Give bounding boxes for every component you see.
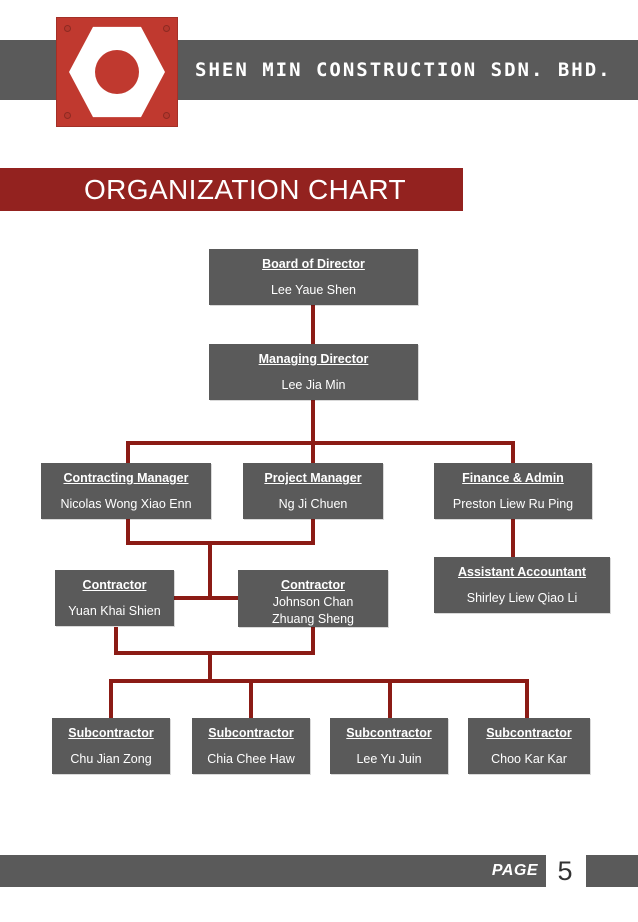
connector-board-to-md <box>311 304 315 344</box>
connector-between-contractors <box>170 596 242 600</box>
node-managing-director[interactable]: Managing Director Lee Jia Min <box>209 344 418 400</box>
connector-to-project-manager <box>311 441 315 463</box>
node-person: Choo Kar Kar <box>491 752 567 766</box>
node-subcontractor-1[interactable]: Subcontractor Chu Jian Zong <box>52 718 170 774</box>
node-role: Subcontractor <box>68 726 154 740</box>
page-title-banner: ORGANIZATION CHART <box>0 168 463 211</box>
node-contractor-1[interactable]: Contractor Yuan Khai Shien <box>55 570 174 626</box>
node-contracting-manager[interactable]: Contracting Manager Nicolas Wong Xiao En… <box>41 463 211 519</box>
screw-icon <box>163 25 170 32</box>
company-logo <box>56 17 178 127</box>
screw-icon <box>163 112 170 119</box>
node-role: Managing Director <box>258 352 369 366</box>
node-project-manager[interactable]: Project Manager Ng Ji Chuen <box>243 463 383 519</box>
connector-to-contracting-manager <box>126 441 130 463</box>
connector-to-subcontractor-1 <box>109 679 113 719</box>
node-role: Finance & Admin <box>462 471 564 485</box>
connector-md-drop <box>311 399 315 445</box>
company-name: SHEN MIN CONSTRUCTION SDN. BHD. <box>195 59 612 81</box>
node-person: Yuan Khai Shien <box>68 604 161 618</box>
connector-to-subcontractor-3 <box>388 679 392 719</box>
connector-to-subcontractor-2 <box>249 679 253 719</box>
node-role: Contractor <box>82 578 147 592</box>
node-subcontractor-3[interactable]: Subcontractor Lee Yu Juin <box>330 718 448 774</box>
node-subcontractor-4[interactable]: Subcontractor Choo Kar Kar <box>468 718 590 774</box>
footer-accent-block <box>586 855 638 887</box>
node-role: Board of Director <box>262 257 365 271</box>
node-person: Chia Chee Haw <box>207 752 295 766</box>
connector-contractor-stem <box>208 541 212 598</box>
node-person: Ng Ji Chuen <box>278 497 348 511</box>
connector-contractor1-drop <box>114 627 118 655</box>
node-board-of-director[interactable]: Board of Director Lee Yaue Shen <box>209 249 418 305</box>
connector-tier3-bus <box>126 441 515 445</box>
node-person: Johnson Chan <box>272 595 354 609</box>
footer-bar: PAGE <box>0 855 546 887</box>
connector-finance-to-assistant <box>511 519 515 557</box>
hexagon-icon <box>69 24 165 120</box>
node-person: Nicolas Wong Xiao Enn <box>60 497 192 511</box>
node-person: Lee Jia Min <box>281 378 346 392</box>
connector-project-drop <box>311 519 315 545</box>
node-person: Shirley Liew Qiao Li <box>466 591 578 605</box>
node-subcontractor-2[interactable]: Subcontractor Chia Chee Haw <box>192 718 310 774</box>
node-person: Chu Jian Zong <box>70 752 152 766</box>
hexagon-inner-circle <box>95 50 139 94</box>
node-contractor-2[interactable]: Contractor Johnson Chan Zhuang Sheng <box>238 570 388 627</box>
node-role: Contractor <box>281 578 345 592</box>
node-person: Lee Yu Juin <box>356 752 422 766</box>
connector-contractor2-drop <box>311 627 315 655</box>
node-role: Contracting Manager <box>63 471 189 485</box>
connector-contracting-drop <box>126 519 130 545</box>
screw-icon <box>64 25 71 32</box>
node-role: Project Manager <box>264 471 362 485</box>
connector-contractor-bus <box>126 541 315 545</box>
node-finance-admin[interactable]: Finance & Admin Preston Liew Ru Ping <box>434 463 592 519</box>
connector-to-subcontractor-4 <box>525 679 529 719</box>
connector-to-finance-admin <box>511 441 515 463</box>
node-role: Assistant Accountant <box>457 565 587 579</box>
page-title: ORGANIZATION CHART <box>84 174 406 205</box>
node-assistant-accountant[interactable]: Assistant Accountant Shirley Liew Qiao L… <box>434 557 610 613</box>
connector-subcontractor-bus <box>109 679 529 683</box>
page-label: PAGE <box>491 862 538 879</box>
node-role: Subcontractor <box>486 726 572 740</box>
node-person: Lee Yaue Shen <box>270 283 357 297</box>
screw-icon <box>64 112 71 119</box>
node-role: Subcontractor <box>208 726 294 740</box>
page-number: 5 <box>557 856 573 886</box>
node-role: Subcontractor <box>346 726 432 740</box>
connector-subcontractor-stem <box>208 651 212 683</box>
node-person: Preston Liew Ru Ping <box>452 497 574 511</box>
node-person-second: Zhuang Sheng <box>271 612 354 626</box>
connector-contractors-merge-bus <box>114 651 315 655</box>
